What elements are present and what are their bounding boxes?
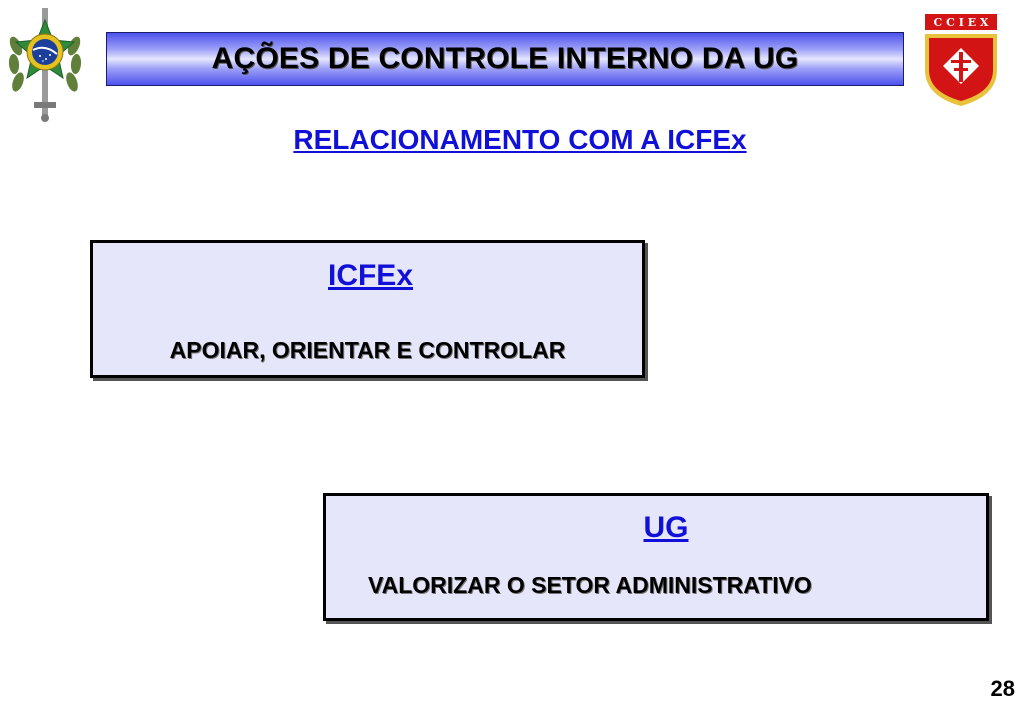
icfex-box: ICFEx APOIAR, ORIENTAR E CONTROLAR — [90, 240, 645, 378]
icfex-text: APOIAR, ORIENTAR E CONTROLAR — [169, 337, 566, 363]
title-bar: AÇÕES DE CONTROLE INTERNO DA UG — [106, 32, 904, 86]
svg-text:C C I E X: C C I E X — [934, 16, 989, 29]
section-subtitle: RELACIONAMENTO COM A ICFEx — [293, 124, 747, 155]
ug-heading: UG — [643, 511, 689, 544]
page-title: AÇÕES DE CONTROLE INTERNO DA UG — [211, 42, 799, 75]
ug-box: UG VALORIZAR O SETOR ADMINISTRATIVO — [323, 493, 989, 621]
cciex-shield-icon: C C I E X — [925, 14, 997, 106]
page-number: 28 — [990, 676, 1015, 701]
army-emblem-icon — [8, 8, 82, 122]
ug-text: VALORIZAR O SETOR ADMINISTRATIVO — [368, 572, 812, 598]
icfex-heading: ICFEx — [327, 259, 414, 292]
